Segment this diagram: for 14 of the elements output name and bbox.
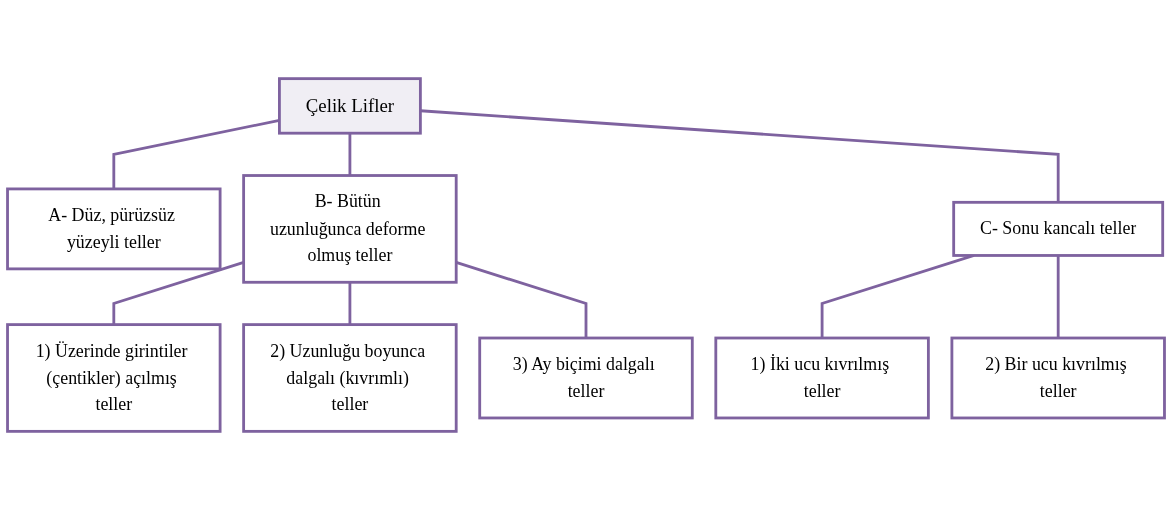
node-box: Çelik Lifler xyxy=(278,77,422,135)
node-box: 1) Üzerinde girintiler (çentikler) açılmış teller xyxy=(6,323,222,433)
connector xyxy=(348,133,352,176)
connector xyxy=(420,109,1060,203)
node-box: A- Düz, pürüzsüz yüzeyli teller xyxy=(6,187,222,271)
node-box: 3) Ay biçimi dalgalı teller xyxy=(478,336,694,420)
node-box: C- Sonu kancalı teller xyxy=(952,200,1165,257)
connector xyxy=(348,282,352,325)
connector xyxy=(1056,255,1060,338)
node-box: B- Bütün uzunluğunca deforme olmuş teller xyxy=(242,174,458,284)
node-box: 2) Bir ucu kıvrılmış teller xyxy=(950,336,1166,420)
connector xyxy=(112,119,280,189)
node-box: 1) İki ucu kıvrılmış teller xyxy=(714,336,930,420)
node-box: 2) Uzunluğu boyunca dalgalı (kıvrımlı) teller xyxy=(242,323,458,433)
